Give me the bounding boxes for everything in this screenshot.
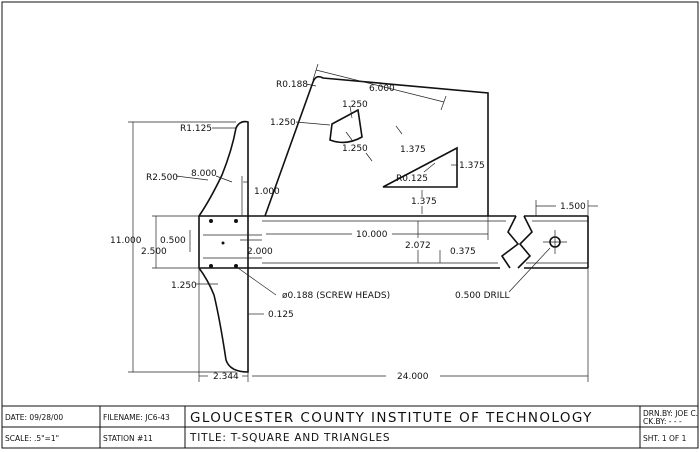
dim-screw-heads: ø0.188 (SCREW HEADS) [282, 291, 390, 301]
screw-heads [209, 219, 238, 268]
dim-r0188: R0.188 [276, 80, 308, 90]
dim-1375-right: 1.375 [459, 161, 485, 171]
dim-11000: 11.000 [110, 236, 142, 246]
dim-0125: 0.125 [268, 310, 294, 320]
title-block-station: STATION #11 [103, 434, 153, 443]
title-block-institution: GLOUCESTER COUNTY INSTITUTE OF TECHNOLOG… [190, 410, 593, 426]
dim-2344: 2.344 [213, 372, 239, 382]
dimension-lines [128, 63, 598, 382]
dim-0500: 0.500 [160, 236, 186, 246]
dim-1250-hole: 1.250 [342, 100, 368, 110]
triangle [264, 75, 489, 217]
dim-24000: 24.000 [397, 372, 429, 382]
title-block-scale: SCALE: .5"=1" [5, 434, 59, 443]
dim-2000: 2.000 [247, 247, 273, 257]
dim-0375: 0.375 [450, 247, 476, 257]
dim-2500: 2.500 [141, 247, 167, 257]
dim-drill: 0.500 DRILL [455, 291, 510, 301]
dim-1500: 1.500 [560, 202, 586, 212]
dim-2072: 2.072 [405, 241, 431, 251]
title-block-sheet: SHT. 1 OF 1 [643, 434, 687, 443]
title-block-checked-by: CK.BY: - - - [643, 417, 682, 426]
triangle-cutout-small [329, 108, 363, 144]
dimension-labels: R0.188 6.000 1.250 1.250 1.250 1.375 1.3… [110, 80, 586, 382]
title-block-filename: FILENAME: JC6-43 [103, 413, 170, 422]
dim-1375-below: 1.375 [411, 197, 437, 207]
dim-r2500: R2.500 [146, 173, 178, 183]
dim-r0125: R0.125 [396, 174, 428, 184]
dim-1250-lower: 1.250 [342, 144, 368, 154]
dim-8000: 8.000 [191, 169, 217, 179]
dim-10000: 10.000 [356, 230, 388, 240]
dim-6000: 6.000 [369, 84, 395, 94]
t-square-blade [199, 215, 589, 269]
title-block-title: TITLE: T-SQUARE AND TRIANGLES [189, 432, 390, 444]
dim-1375-edge: 1.375 [400, 145, 426, 155]
title-block-date: DATE: 09/28/00 [5, 413, 63, 422]
title-block-drawn-by: DRN.BY: JOE C. [643, 409, 698, 418]
dim-1250-left: 1.250 [270, 118, 296, 128]
triangle-cutout-large [382, 146, 458, 188]
dim-r1125: R1.125 [180, 124, 212, 134]
dim-1250-head: 1.250 [171, 281, 197, 291]
dim-1000: 1.000 [254, 187, 280, 197]
title-block: DATE: 09/28/00 FILENAME: JC6-43 GLOUCEST… [1, 405, 699, 449]
